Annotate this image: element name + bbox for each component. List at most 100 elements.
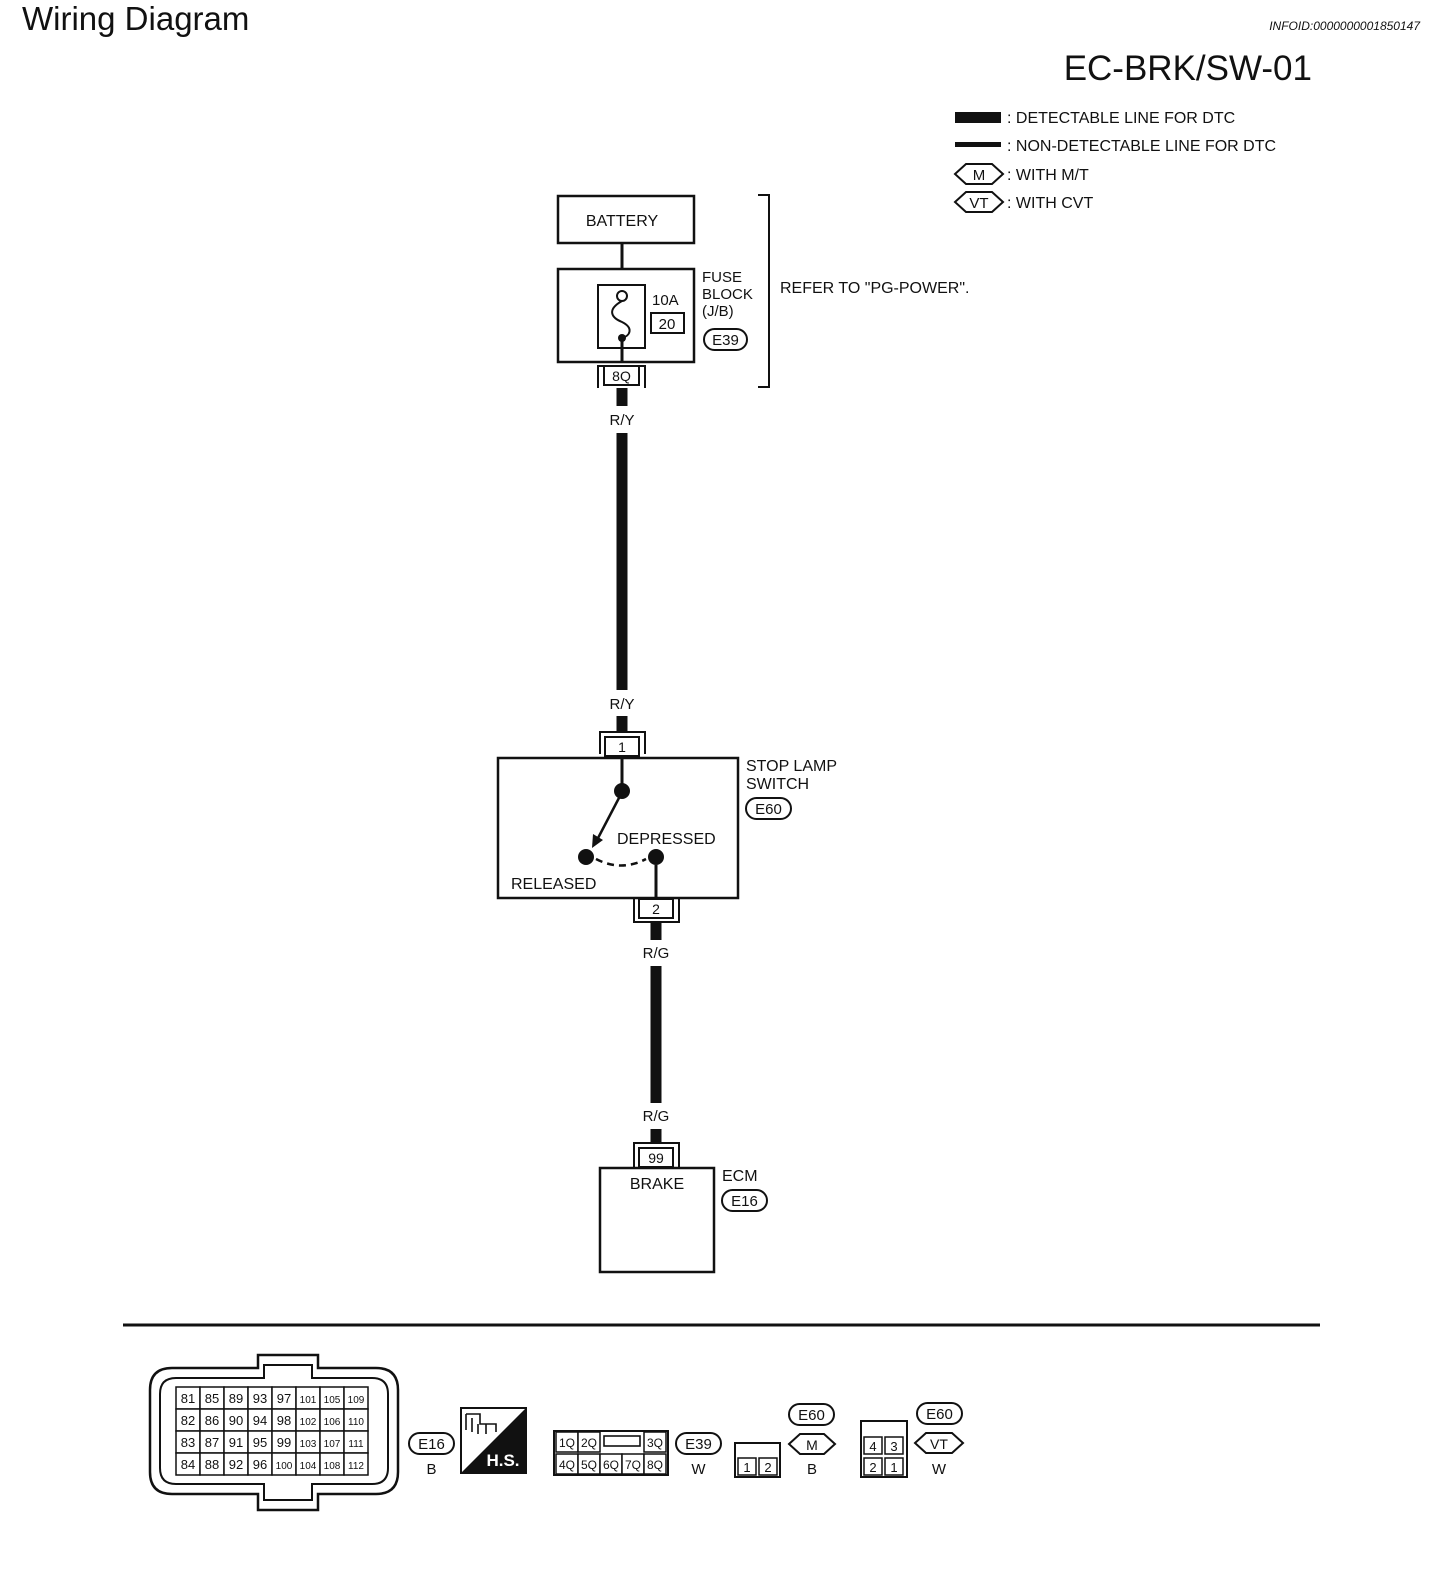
e60-cvt-pin: 4 (869, 1439, 876, 1454)
hs-connector-icon (465, 1413, 497, 1434)
switch-depressed-label: DEPRESSED (617, 831, 716, 848)
legend-non-detectable: : NON-DETECTABLE LINE FOR DTC (1007, 138, 1276, 155)
terminal-8q-box (603, 365, 640, 386)
connector-e60-cvt-face: 4 3 2 1 (860, 1420, 908, 1478)
e16-pin: 99 (277, 1435, 291, 1450)
switch-released-contact (578, 849, 594, 865)
e16-pin: 107 (324, 1439, 341, 1450)
terminal-1: 1 (618, 739, 626, 755)
e16-id: E16 (418, 1436, 445, 1453)
e16-id-oval (408, 1432, 455, 1455)
e39-pin-cell (643, 1453, 667, 1475)
battery-box (556, 194, 696, 245)
terminal-2: 2 (652, 901, 660, 917)
e39-color: W (691, 1461, 706, 1478)
detectable-line-swatch (955, 112, 1001, 123)
e16-pin: 84 (181, 1457, 195, 1472)
diagram-code: EC-BRK/SW-01 (1064, 49, 1312, 88)
mt-hexagon-icon (953, 163, 1005, 185)
e60-cvt-pin-cell (884, 1436, 904, 1455)
e16-pin: 106 (324, 1417, 341, 1428)
switch-arrow-icon (592, 834, 603, 848)
legend-cvt: : WITH CVT (1007, 195, 1093, 212)
e16-pin: 111 (348, 1439, 364, 1450)
e16-pin: 93 (253, 1391, 267, 1406)
cvt-hexagon-icon (953, 191, 1005, 213)
e16-pin: 105 (324, 1395, 341, 1406)
legend: : DETECTABLE LINE FOR DTC : NON-DETECTAB… (953, 110, 1276, 213)
e60-mt-color: B (807, 1461, 817, 1478)
e16-pin: 89 (229, 1391, 243, 1406)
terminal-99: 99 (648, 1150, 664, 1166)
wire-rg-label-bottom: R/G (643, 1108, 670, 1125)
legend-detectable: : DETECTABLE LINE FOR DTC (1007, 110, 1235, 127)
stop-lamp-switch-connector-oval (745, 797, 792, 820)
e60-cvt-id: E60 (926, 1406, 953, 1423)
e16-pin: 109 (348, 1395, 365, 1406)
e60-cvt-pin-cell (863, 1457, 883, 1476)
fuse-block-name-2: BLOCK (702, 286, 753, 303)
e39-key-slot (603, 1435, 641, 1447)
switch-travel-path (595, 857, 647, 867)
fuse-rating: 10A (652, 292, 679, 309)
e16-pin: 101 (300, 1395, 317, 1406)
e60-cvt-pin: 3 (890, 1439, 897, 1454)
switch-depressed-contact (648, 849, 664, 865)
ecm-connector-oval (721, 1189, 768, 1212)
e39-pin: 2Q (581, 1436, 597, 1450)
e16-color: B (426, 1461, 436, 1478)
e16-pin: 96 (253, 1457, 267, 1472)
e16-pin: 90 (229, 1413, 243, 1428)
e16-pin: 110 (348, 1417, 364, 1428)
e16-pin: 91 (229, 1435, 243, 1450)
e60-cvt-color: W (932, 1461, 947, 1478)
e39-pin-cell (577, 1431, 601, 1453)
refer-bracket (758, 194, 770, 388)
e60-mt-pin-cell (758, 1457, 778, 1476)
e16-pin: 100 (276, 1461, 293, 1472)
wire-ry-label-top: R/Y (609, 412, 634, 429)
page-title: Wiring Diagram (22, 0, 249, 37)
e60-cvt-id-oval (916, 1402, 963, 1425)
e39-pin: 4Q (559, 1458, 575, 1472)
e60-mt-id: E60 (798, 1407, 825, 1424)
fuse-terminal-top (616, 290, 628, 302)
fuse-block-connector-oval (703, 328, 748, 351)
e16-pin: 81 (181, 1391, 195, 1406)
e60-mt-symbol: M (806, 1437, 818, 1453)
e16-pin: 83 (181, 1435, 195, 1450)
e16-pin: 102 (300, 1417, 317, 1428)
e60-mt-pin: 1 (743, 1460, 750, 1475)
connector-e60-mt-face: 1 2 (734, 1442, 781, 1478)
e60-cvt-pin-cell (863, 1436, 883, 1455)
ecm-box (598, 1166, 716, 1274)
e60-mt-pin: 2 (764, 1460, 771, 1475)
e16-pin: 94 (253, 1413, 267, 1428)
e39-pin: 7Q (625, 1458, 641, 1472)
refer-note: REFER TO "PG-POWER". (780, 280, 969, 297)
e60-cvt-symbol: VT (930, 1436, 948, 1452)
e16-pin: 97 (277, 1391, 291, 1406)
e60-mt-hexagon-icon (787, 1433, 837, 1455)
e16-pin: 87 (205, 1435, 219, 1450)
e60-mt-id-oval (788, 1403, 835, 1426)
e39-id-oval (675, 1432, 722, 1455)
stop-lamp-switch-connector: E60 (755, 801, 782, 818)
e60-cvt-pin-cell (884, 1457, 904, 1476)
e16-pin: 98 (277, 1413, 291, 1428)
terminal-2-box (638, 898, 674, 919)
fuse-block-name-3: (J/B) (702, 303, 734, 320)
e39-pin-cell (643, 1431, 667, 1453)
terminal-1-box (604, 736, 640, 757)
e16-pin: 112 (348, 1461, 364, 1472)
wire-ry-label-bottom: R/Y (609, 696, 634, 713)
e39-pin: 1Q (559, 1436, 575, 1450)
e16-pin: 85 (205, 1391, 219, 1406)
e16-pin: 95 (253, 1435, 267, 1450)
stop-lamp-switch-name-1: STOP LAMP (746, 758, 837, 775)
fuse-icon (611, 300, 631, 339)
